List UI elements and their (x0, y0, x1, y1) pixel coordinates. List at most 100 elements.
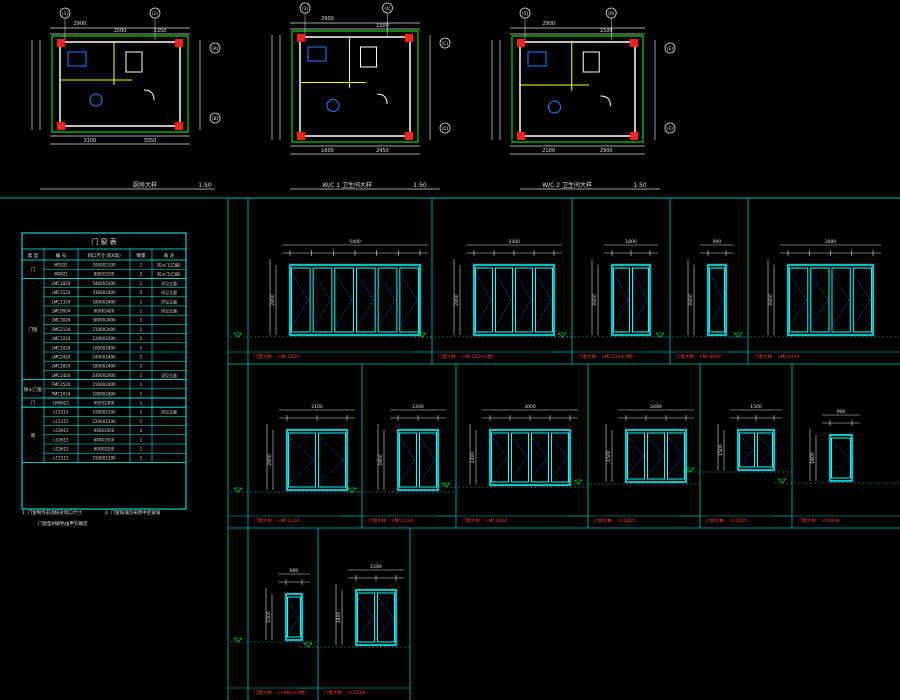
dimension-text: 2400 (378, 454, 384, 466)
schedule-cell-note: 防火门(乙级) (157, 262, 181, 268)
opening-direction (532, 457, 548, 477)
opening-direction (790, 275, 807, 301)
dimension-text: 2400 (688, 294, 694, 306)
schedule-cell-qty: 1 (140, 401, 143, 406)
sash-panel (647, 432, 665, 480)
schedule-cell-qty: 1 (140, 447, 143, 452)
schedule-cell-qty: 1 (140, 373, 143, 378)
elevation-code: LC0615(2樘) (278, 689, 306, 696)
sash-panel (399, 267, 420, 333)
level-marker-icon (347, 487, 357, 493)
sash-panel (627, 432, 645, 480)
plan-title: 厨房大样 (133, 181, 157, 189)
sash-panel (356, 267, 376, 333)
opening-direction (740, 435, 754, 451)
schedule-cell-code: LMC3024 (52, 318, 71, 323)
sash-panel (312, 267, 333, 333)
schedule-title: 门 窗 表 (91, 237, 116, 246)
opening-direction (516, 299, 532, 325)
schedule-cell-size: 1800X2400 (92, 299, 116, 304)
schedule-cell-size: 1500X2400 (92, 382, 116, 387)
sash-panel (613, 267, 630, 333)
fixture-icon (89, 93, 103, 107)
schedule-cell-code: M1021 (54, 263, 68, 268)
elevation-label: 门窗大样 (578, 353, 596, 360)
schedule-cell-qty: 1 (140, 327, 143, 332)
schedule-cell-qty: 1 (140, 309, 143, 314)
dimension-text: 3000 (825, 239, 837, 245)
opening-direction (648, 437, 664, 457)
schedule-cell-code: LMC1324 (52, 299, 71, 304)
fixture-icon (582, 51, 600, 73)
opening-direction (536, 275, 552, 301)
opening-direction (552, 457, 568, 477)
opening-direction (476, 275, 492, 301)
schedule-cell-note: 详见立面 (161, 298, 177, 304)
schedule-cell-qty: 1 (140, 382, 143, 387)
elevation-label: 门窗大样 (368, 517, 386, 524)
level-marker-icon (233, 487, 243, 493)
schedule-group-type: 门 (31, 266, 36, 273)
schedule-cell-code: FMC1524 (52, 382, 71, 387)
opening-direction (668, 437, 684, 457)
schedule-cell-size: 1500X1500 (92, 410, 116, 415)
dimension-text: 1200 (412, 404, 424, 410)
dimension-text: 2450 (376, 148, 389, 154)
column-marker (57, 39, 65, 47)
schedule-cell-size: 900X1500 (94, 428, 115, 433)
column-marker (175, 122, 183, 130)
opening-direction (379, 299, 396, 325)
elevation-label: 门窗大样 (324, 689, 342, 696)
axis-bubble (664, 42, 676, 54)
dimension-text: 1500 (606, 450, 612, 462)
column-marker (175, 39, 183, 47)
sash-panel (757, 432, 773, 468)
schedule-note: 门窗型材颜色由甲方确定 (38, 520, 88, 527)
schedule-cell-size: 900X2300 (94, 401, 115, 406)
schedule-cell-size: 3000X2400 (92, 318, 116, 323)
fixture-icon (548, 100, 561, 114)
sash-panel (852, 267, 872, 333)
plan-outline (51, 35, 189, 133)
opening-direction (378, 598, 394, 618)
elevation-code: LC2415 (618, 518, 635, 524)
schedule-cell-size: 900X2400 (94, 309, 115, 314)
elevation-label: 门窗大样 (594, 517, 612, 524)
schedule-cell-code: LMC1424 (52, 373, 71, 378)
schedule-cell-code: LC1515 (53, 410, 69, 415)
schedule-cell-note: 详见立面 (161, 308, 177, 314)
opening-outline (610, 263, 652, 337)
dimension-text: 5400 (349, 239, 361, 245)
opening-direction (289, 459, 315, 482)
dimension-text: 1500 (266, 611, 272, 623)
opening-direction (633, 275, 648, 301)
plan-scale: 1:50 (633, 182, 647, 189)
axis-label: (2) (152, 11, 159, 17)
opening-direction (357, 299, 374, 325)
sash-panel (551, 432, 569, 483)
opening-direction (292, 299, 309, 325)
window-frame (737, 429, 775, 471)
schedule-header: 类 型 (28, 252, 39, 259)
dimension-text: 1350 (154, 28, 167, 34)
column-marker (517, 39, 525, 47)
elevation-label: 门窗大样 (754, 353, 772, 360)
window-frame (625, 429, 687, 483)
level-marker-icon (303, 642, 313, 648)
dimension-text: 1500 (370, 564, 382, 570)
opening-outline (288, 263, 422, 337)
schedule-cell-qty: 1 (140, 281, 143, 286)
opening-direction (378, 617, 394, 637)
window-frame (286, 429, 348, 491)
opening-direction (710, 275, 724, 301)
schedule-cell-code: LC1512 (53, 456, 69, 461)
